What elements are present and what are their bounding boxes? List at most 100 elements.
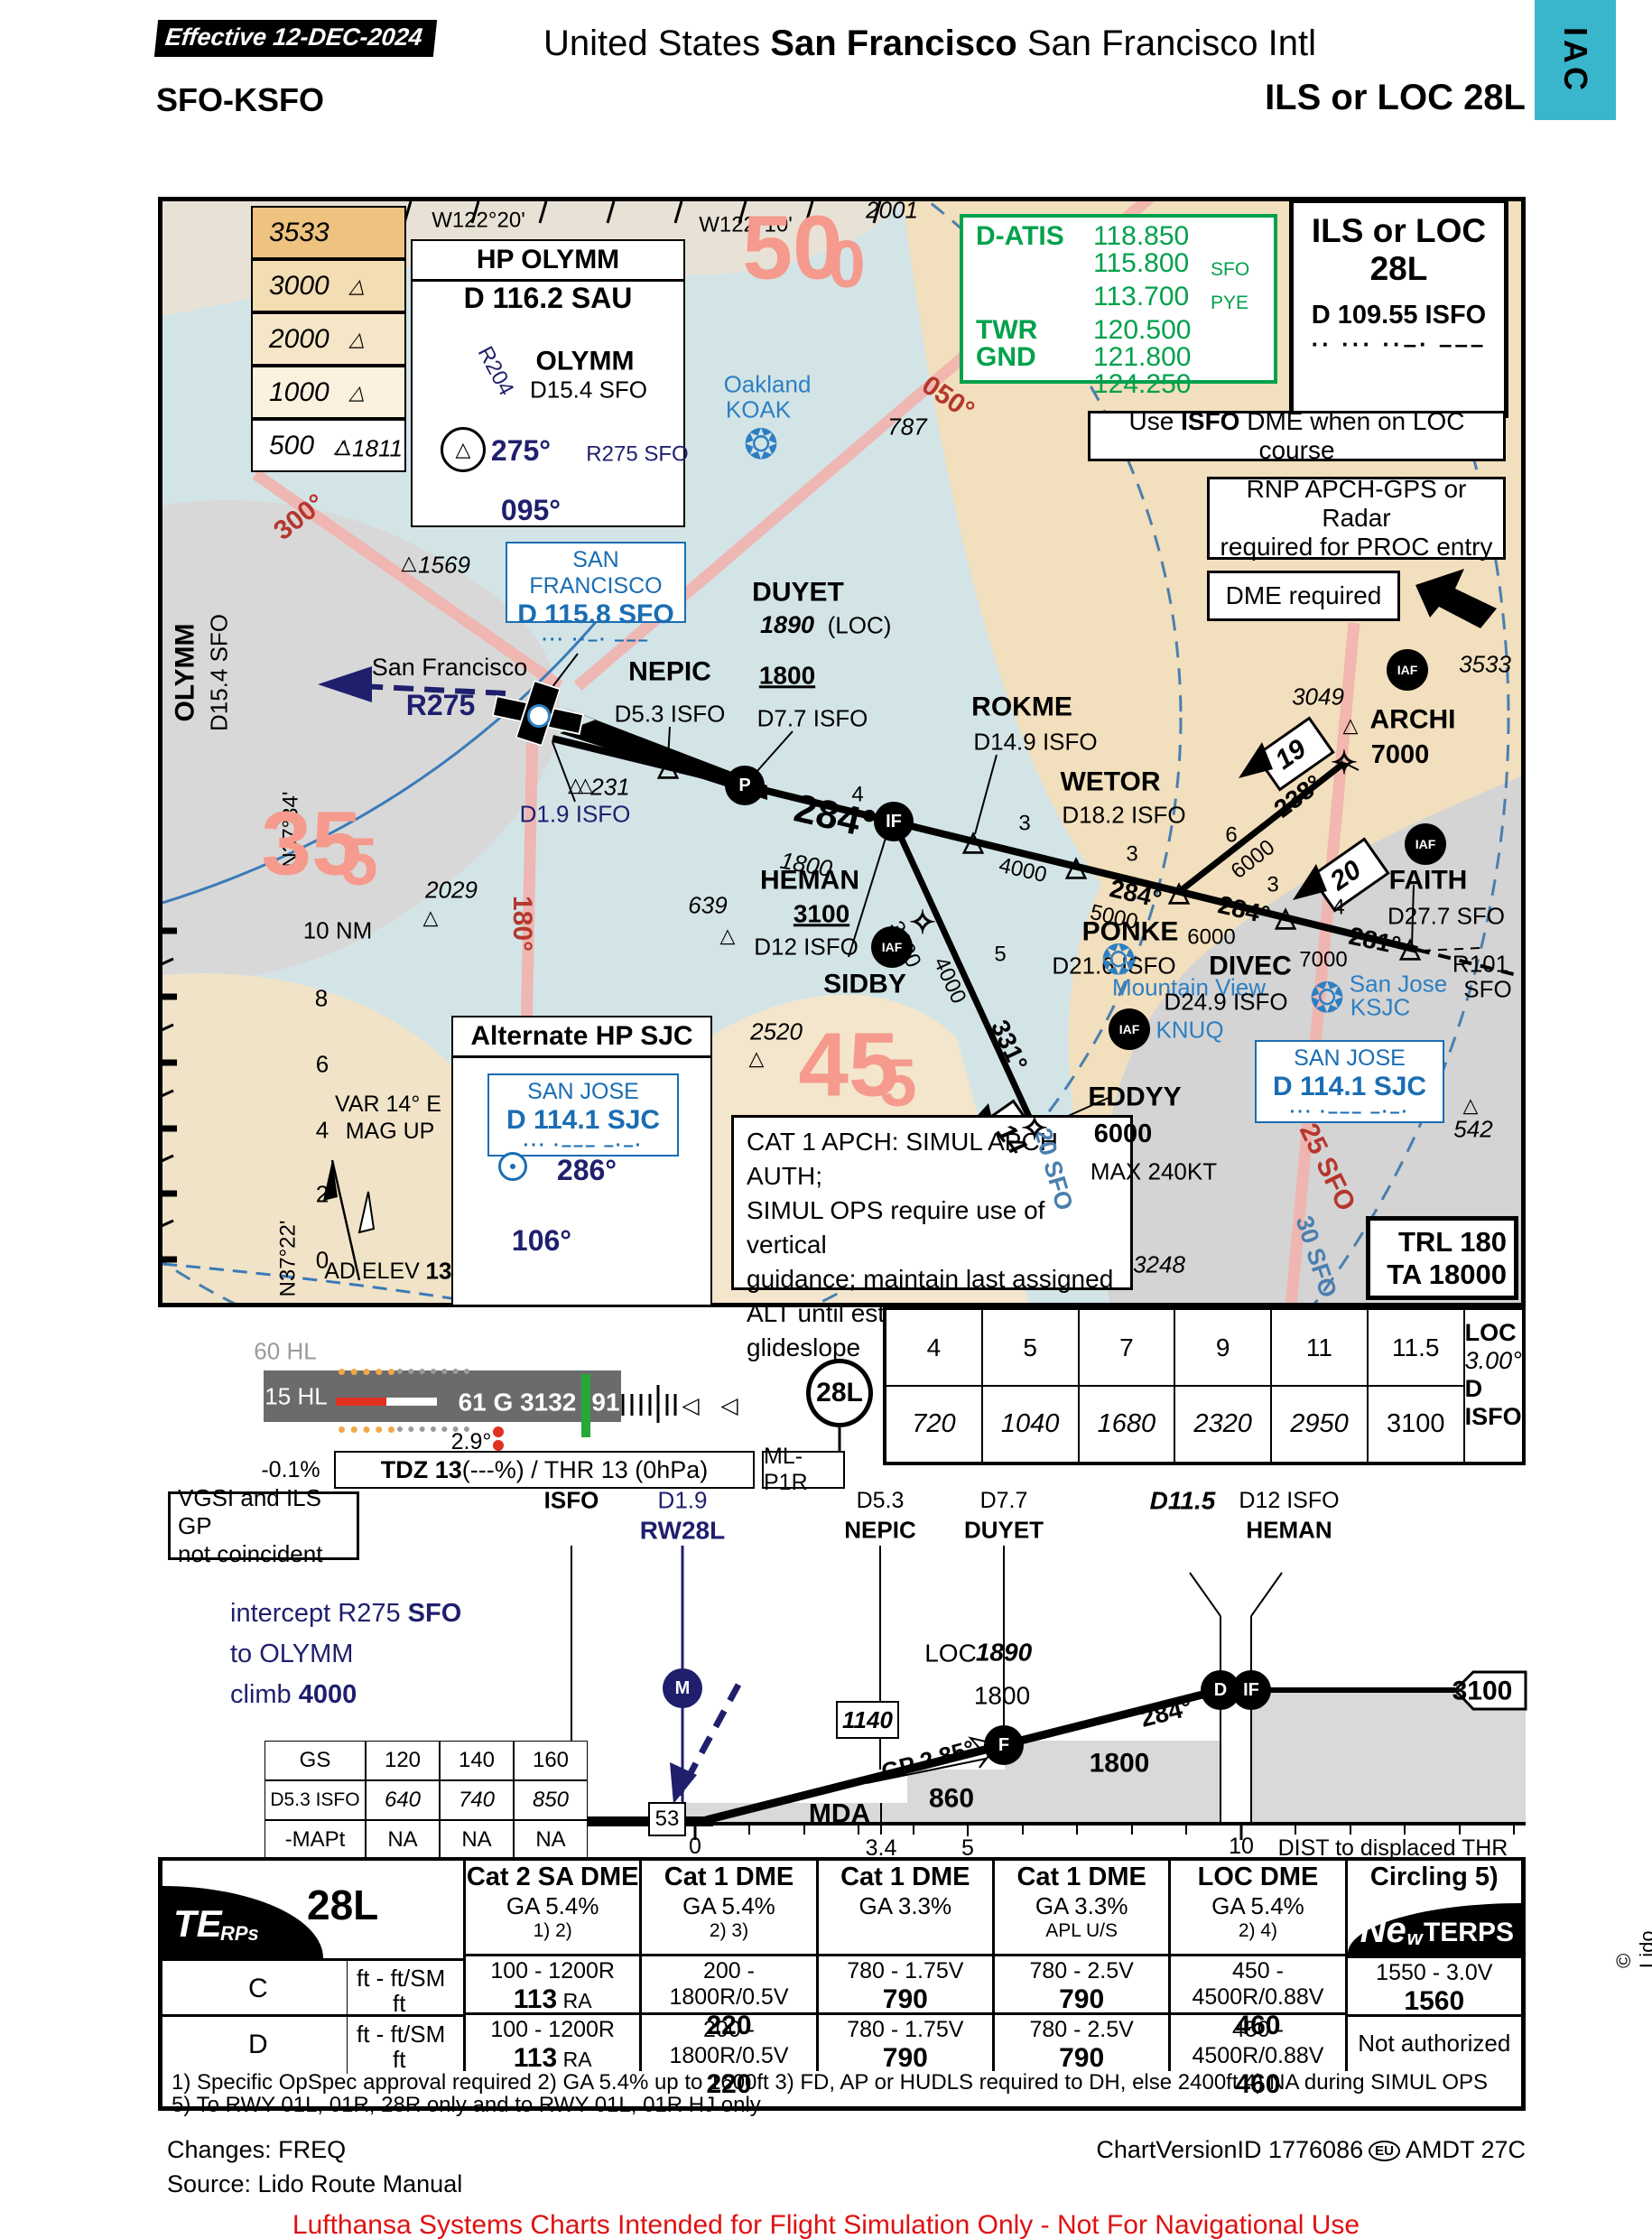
tab-iac[interactable]: IAC — [1535, 0, 1616, 120]
minima-cat: Cat 1 DME — [840, 1863, 970, 1891]
runway-lighting-bar — [264, 1370, 621, 1437]
map-label: WETOR — [1060, 766, 1161, 797]
alternate-hp-title: Alternate HP SJC — [470, 1021, 693, 1051]
elevation-legend-row: 1000△ — [251, 366, 406, 419]
dme-altitude: 720 — [912, 1409, 956, 1438]
terps-logo: TE RPs — [162, 1886, 323, 1958]
map-label: NEPIC — [628, 656, 711, 687]
double-peak-icon: △△ — [568, 773, 593, 796]
map-label: 3100 — [793, 899, 850, 928]
map-label: AD ELEV — [324, 1258, 420, 1284]
map-label: 35 — [261, 793, 362, 895]
profile-label: 3.4 — [865, 1835, 897, 1861]
lights-dots-bottom — [397, 1426, 469, 1432]
minima-cat: Circling 5) — [1369, 1863, 1499, 1891]
miss-line3: climb — [230, 1679, 299, 1709]
note-rnp: RNP APCH-GPS or Radar required for PROC … — [1207, 475, 1506, 561]
ident-line3: D 109.55 ISFO — [1311, 301, 1487, 330]
map-label: 8 — [314, 984, 329, 1012]
fix-star-icon: ✧ — [908, 904, 937, 942]
minima-dh: 113 RA — [513, 2043, 592, 2073]
trl-value: TRL 180 — [1397, 1226, 1507, 1258]
ta-value: TA 18000 — [1387, 1259, 1507, 1290]
map-label: R275 — [405, 689, 476, 722]
map-label: N37°22' — [275, 1220, 301, 1297]
lighting-code-box: ML-P1R — [762, 1444, 845, 1495]
minima-dh: 1560 — [1404, 1985, 1465, 2016]
elevation-legend-row: 3000△ — [251, 259, 406, 312]
gs-cell: 160 — [514, 1741, 588, 1780]
peak-icon: △ — [401, 551, 417, 574]
hp-olymm-title: HP OLYMM — [476, 245, 620, 274]
fix-triangle-icon: △ — [1168, 877, 1190, 907]
thr-elev: 53 — [654, 1807, 680, 1831]
strip-label: -0.1% — [261, 1456, 320, 1482]
minima-ga: GA 3.3% — [858, 1892, 952, 1919]
map-label: 1890 — [759, 610, 815, 638]
minima-dh: 220 — [706, 2069, 752, 2099]
title-city: San Francisco — [770, 23, 1017, 63]
dme-distance: 9 — [1175, 1310, 1271, 1387]
peak-icon: △ — [719, 924, 736, 947]
miss-line1: intercept R275 — [230, 1599, 408, 1628]
map-label: D27.7 SFO — [1387, 902, 1506, 930]
map-label: 3 — [1018, 811, 1031, 836]
map-label: 0 — [315, 1246, 329, 1274]
gs-cell: NA — [514, 1820, 588, 1860]
map-label: (LOC) — [827, 611, 892, 639]
gs-cell: -MAPt — [265, 1820, 366, 1860]
com-frequency: 121.800 — [1093, 342, 1192, 372]
minima-vis: 450 - 4500R/0.88V — [1192, 2017, 1324, 2068]
com-row: 124.250 — [976, 371, 1274, 398]
note1-c: DME when on LOC course — [1239, 407, 1465, 464]
peak-icon: △ — [335, 434, 351, 458]
elevation-value: 500 — [269, 430, 315, 460]
gs-cell: 740 — [440, 1780, 514, 1820]
map-label: SIDBY — [823, 969, 906, 999]
profile-label: D7.7 — [979, 1487, 1028, 1513]
map-label: 639 — [688, 891, 728, 919]
peak-icon: △ — [1342, 713, 1359, 737]
map-label: D14.9 ISFO — [973, 728, 1098, 756]
com-frequency: 113.700 — [1093, 282, 1190, 311]
minima-runway-cell: 28L TE RPs — [162, 1861, 463, 1958]
elevation-legend-row: 2000△ — [251, 312, 406, 366]
note2-line2: required for PROC entry — [1220, 533, 1493, 561]
map-label: 4 — [315, 1116, 329, 1144]
minima-cat: Cat 1 DME — [664, 1863, 794, 1891]
changes-note: Changes: FREQ — [167, 2136, 347, 2163]
vgsi-note-box: VGSI and ILS GP not coincident — [168, 1484, 359, 1567]
sjc-vor-morse: ··· ·––– –·–· — [1289, 1102, 1410, 1122]
chart-title: United States San Francisco San Francisc… — [433, 23, 1426, 64]
missed-approach-text: intercept R275 SFO to OLYMM climb 4000 — [230, 1593, 461, 1715]
row-c: C — [248, 1974, 268, 2003]
alt-sjc-ident: D 114.1 SJC — [506, 1105, 661, 1135]
map-label: 275° — [490, 434, 552, 468]
mapt-circle-m: M — [663, 1668, 702, 1708]
minima-notes-ref: 1) 2) — [533, 1920, 572, 1941]
com-station: PYE — [1211, 293, 1249, 313]
com-label — [976, 250, 1093, 283]
vgsi-line1: VGSI and ILS GP — [178, 1483, 321, 1539]
elevation-value: 2000 — [269, 323, 329, 354]
profile-label: 860 — [928, 1783, 975, 1814]
alt-sjc-vor-box: SAN JOSE D 114.1 SJC ··· ·––– –·–· — [487, 1073, 679, 1157]
cat1-note-line: SIMUL OPS require use of vertical — [747, 1196, 1045, 1259]
iaf-circle: IAF — [1405, 823, 1446, 865]
dme-altitude: 1680 — [1097, 1409, 1156, 1438]
minima-ga: GA 5.4% — [506, 1892, 599, 1919]
trl-ta-box: TRL 180 TA 18000 — [1366, 1216, 1518, 1300]
map-label: Oakland — [723, 370, 812, 398]
map-label: D12 ISFO — [754, 933, 858, 961]
minima-cat: Cat 2 SA DME — [466, 1863, 639, 1891]
dme-distance: 11.5 — [1368, 1310, 1463, 1387]
cat1-note-line: CAT 1 APCH: SIMUL APCH AUTH; — [747, 1128, 1058, 1191]
minima-runway: 28L — [307, 1881, 379, 1928]
profile-label: RW28L — [639, 1516, 726, 1545]
